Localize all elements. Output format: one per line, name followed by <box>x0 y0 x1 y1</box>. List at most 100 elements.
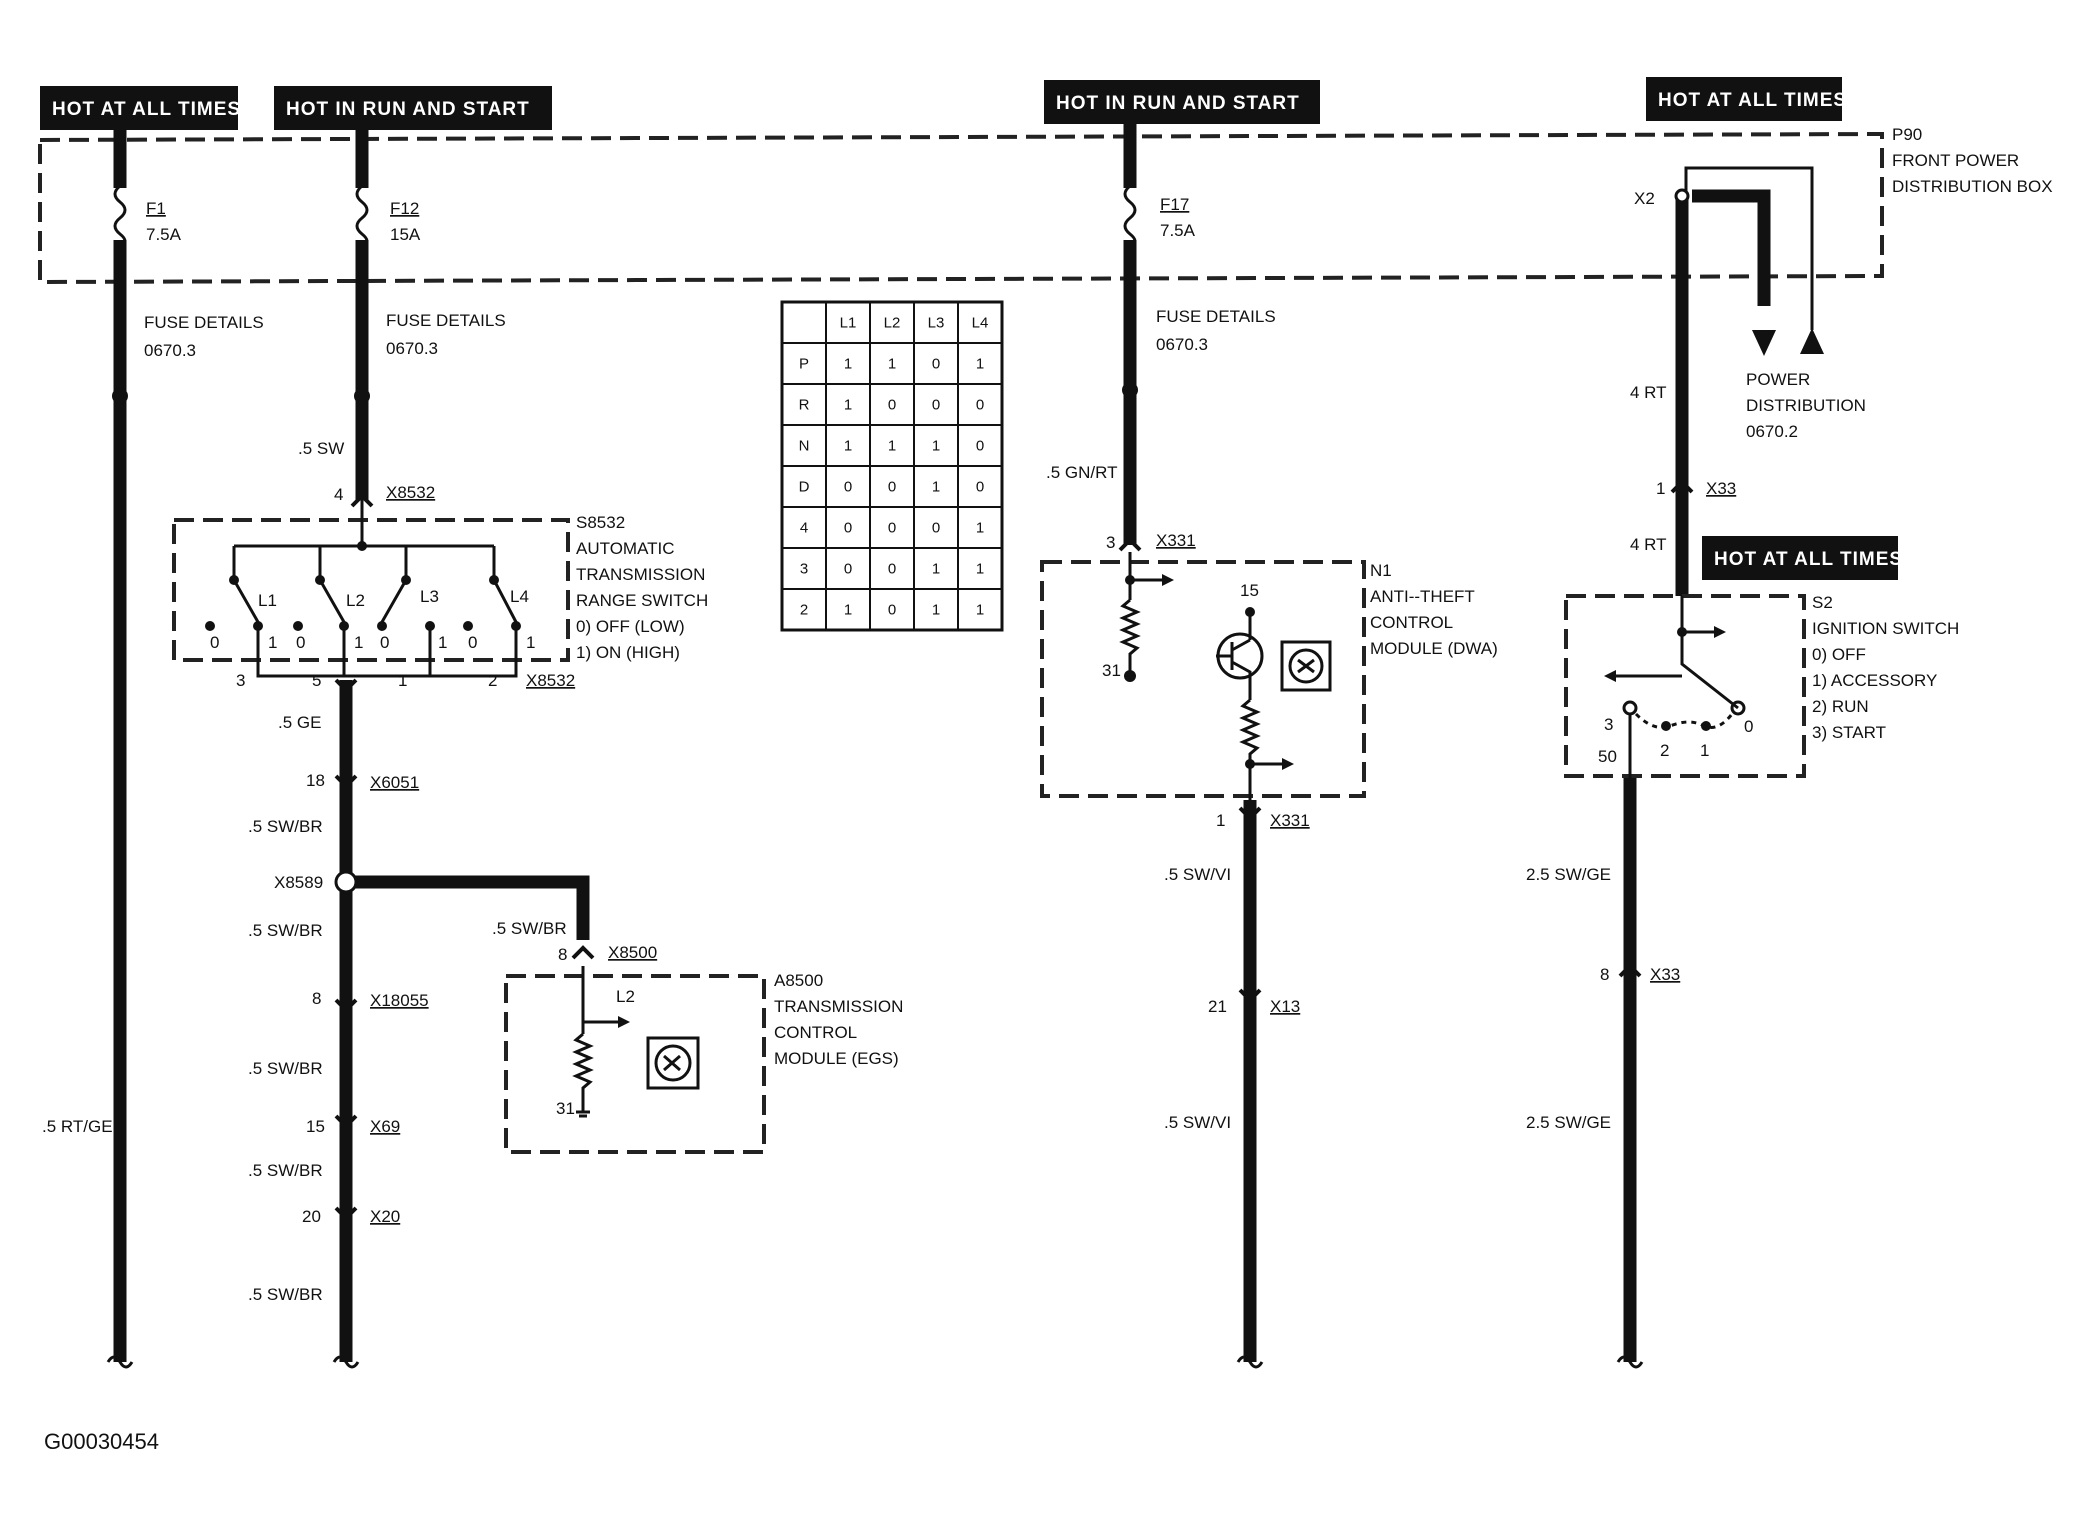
s2-pos-1: 1 <box>1700 741 1709 760</box>
svg-text:HOT AT ALL TIMES: HOT AT ALL TIMES <box>1714 549 1903 570</box>
p90-id: P90 <box>1892 125 1922 144</box>
connector-x6051: X6051 <box>370 773 419 792</box>
fuse-details-label-3: FUSE DETAILS <box>1156 307 1276 326</box>
wire-label-25swge-1: 2.5 SW/GE <box>1526 865 1611 884</box>
wire-label-25swge-2: 2.5 SW/GE <box>1526 1113 1611 1132</box>
s8532-line1: AUTOMATIC <box>576 539 675 558</box>
s2-line2: 0) OFF <box>1812 645 1866 664</box>
wire-label-swbr-3: .5 SW/BR <box>248 1059 323 1078</box>
pin-1-x33: 1 <box>1656 479 1665 498</box>
s8532-pos-0-b: 0 <box>296 633 305 652</box>
wire-label-5ge: .5 GE <box>278 713 321 732</box>
pin-21: 21 <box>1208 997 1227 1016</box>
truth-table-cell: 0 <box>844 561 852 578</box>
truth-table-cell: 0 <box>976 438 984 455</box>
tcm-internals <box>572 966 700 1118</box>
a8500-id: A8500 <box>774 971 823 990</box>
pin-18: 18 <box>306 771 325 790</box>
tcm-l2: L2 <box>616 987 635 1006</box>
fuse-f17-rating: 7.5A <box>1160 221 1196 240</box>
ignition-switch-internals <box>1604 596 1746 780</box>
connector-x69: X69 <box>370 1117 400 1136</box>
svg-text:HOT AT ALL TIMES: HOT AT ALL TIMES <box>52 99 241 120</box>
truth-table-header-l3: L3 <box>928 315 945 332</box>
header-hot-at-all-times-1: HOT AT ALL TIMES <box>40 86 241 130</box>
truth-table-cell: 1 <box>888 438 896 455</box>
n1-line2: CONTROL <box>1370 613 1453 632</box>
fuse-detail-dot-1 <box>112 388 128 404</box>
truth-table-cell: 1 <box>932 479 940 496</box>
truth-table-cell: 0 <box>888 602 896 619</box>
truth-table-cell: 1 <box>844 602 852 619</box>
fuse-f17-name: F17 <box>1160 195 1189 214</box>
truth-table-cell: 1 <box>976 520 984 537</box>
s8532-line5: 1) ON (HIGH) <box>576 643 680 662</box>
pin-1-x331: 1 <box>1216 811 1225 830</box>
fuse-details-ref-3: 0670.3 <box>1156 335 1208 354</box>
tcm-outline <box>504 974 766 1154</box>
range-switch-contacts <box>205 500 521 678</box>
tcm-pin-31: 31 <box>556 1099 575 1118</box>
truth-table-position: N <box>799 438 810 455</box>
wire-label-swbr-5: .5 SW/BR <box>248 1285 323 1304</box>
pin-8-x18055: 8 <box>312 989 321 1008</box>
wire-label-4rt-1: 4 RT <box>1630 383 1667 402</box>
wire-label-5sw: .5 SW <box>298 439 344 458</box>
svg-text:HOT IN RUN AND START: HOT IN RUN AND START <box>286 99 530 120</box>
s2-pos-0: 0 <box>1744 717 1753 736</box>
connector-x13: X13 <box>1270 997 1300 1016</box>
pin-3-x331: 3 <box>1106 533 1115 552</box>
wire-ge-sw-br <box>339 680 590 1362</box>
s2-line1: IGNITION SWITCH <box>1812 619 1959 638</box>
s2-line5: 3) START <box>1812 723 1886 742</box>
s8532-pos-1-d: 1 <box>526 633 535 652</box>
pin-5-s8532: 5 <box>312 671 321 690</box>
anti-theft-internals <box>1119 552 1332 800</box>
power-distribution-label-2: DISTRIBUTION <box>1746 396 1866 415</box>
fuse-details-ref-1: 0670.3 <box>144 341 196 360</box>
fuse-f12-symbol <box>355 184 369 248</box>
truth-table-cell: 0 <box>976 479 984 496</box>
s8532-pos-0-a: 0 <box>210 633 219 652</box>
wire-label-swbr-4: .5 SW/BR <box>248 1161 323 1180</box>
truth-table-cell: 0 <box>932 397 940 414</box>
header-hot-in-run-start-2: HOT IN RUN AND START <box>1044 80 1320 124</box>
pin-3-s8532: 3 <box>236 671 245 690</box>
pin-8-x8500: 8 <box>558 945 567 964</box>
wire-label-rt-ge: .5 RT/GE <box>42 1117 113 1136</box>
fuse-f12-rating: 15A <box>390 225 421 244</box>
connector-x8589: X8589 <box>274 873 323 892</box>
s8532-pos-1-c: 1 <box>438 633 447 652</box>
truth-table-cell: 0 <box>844 479 852 496</box>
fuse-f12-name: F12 <box>390 199 419 218</box>
wire-label-swbr-2: .5 SW/BR <box>248 921 323 940</box>
s2-pos-2: 2 <box>1660 741 1669 760</box>
fuse-details-ref-2: 0670.3 <box>386 339 438 358</box>
pin-1-s8532: 1 <box>398 671 407 690</box>
truth-table-cell: 0 <box>932 356 940 373</box>
n1-pin-31: 31 <box>1102 661 1121 680</box>
pin-2-s8532: 2 <box>488 671 497 690</box>
s8532-pos-0-c: 0 <box>380 633 389 652</box>
truth-table-cell: 0 <box>888 479 896 496</box>
wire-end-marks <box>106 1355 1644 1369</box>
truth-table-header-l4: L4 <box>972 315 989 332</box>
n1-line1: ANTI--THEFT <box>1370 587 1475 606</box>
connector-x20: X20 <box>370 1207 400 1226</box>
truth-table-position: D <box>799 479 810 496</box>
pin-20: 20 <box>302 1207 321 1226</box>
n1-id: N1 <box>1370 561 1392 580</box>
truth-table-cell: 1 <box>844 438 852 455</box>
truth-table-cell: 1 <box>976 356 984 373</box>
s2-line4: 2) RUN <box>1812 697 1869 716</box>
svg-text:HOT AT ALL TIMES: HOT AT ALL TIMES <box>1658 90 1847 111</box>
a8500-line2: CONTROL <box>774 1023 857 1042</box>
wire-label-sw-vi-1: .5 SW/VI <box>1164 865 1231 884</box>
s8532-pos-1-a: 1 <box>268 633 277 652</box>
fuse-detail-dot-3 <box>1122 382 1138 398</box>
pin-15: 15 <box>306 1117 325 1136</box>
fuse-f1-symbol <box>113 184 127 248</box>
truth-table-cell: 0 <box>888 397 896 414</box>
